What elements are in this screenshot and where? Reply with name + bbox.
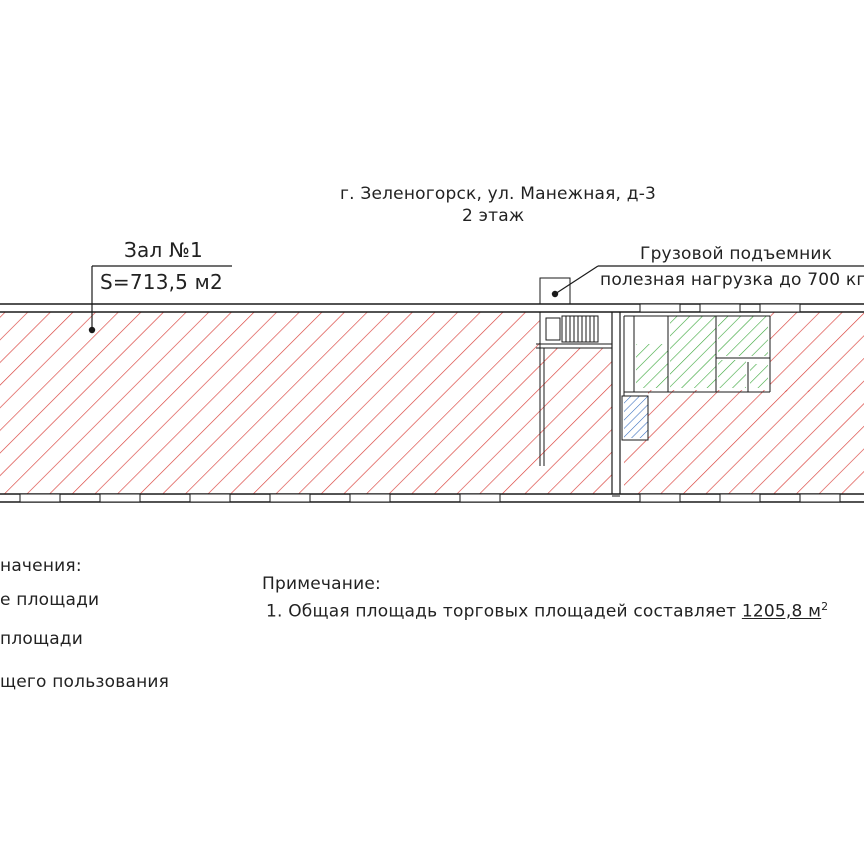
hall-2-area-upper [770,312,864,392]
stair-steps [545,315,599,343]
common-room [624,396,648,438]
address: г. Зеленогорск, ул. Манежная, д-3 [340,184,657,204]
hall-1-area [0,312,540,494]
walls [0,277,864,503]
legend-title: начения: [0,556,82,576]
note-total-area: 1205,8 м [741,601,822,622]
floor-label: 2 этаж [462,206,525,226]
windows [19,303,841,503]
aux-room-4 [718,360,746,388]
hall-2-area-lower-left [624,440,648,494]
hall-1-marker [88,326,96,334]
note-text: 1. Общая площадь торговых площадей соста… [266,600,828,622]
lift-marker [551,290,559,298]
hall-2-area [648,390,864,494]
lift-capacity: полезная нагрузка до 700 кг [600,270,864,290]
legend-item-common: щего пользования [0,672,170,692]
aux-room-5 [750,364,768,388]
hall-area: S=713,5 м2 [100,270,223,294]
aux-room-1 [636,344,668,388]
lift-title: Грузовой подъемник [640,244,833,264]
note-area-unit-exp: 2 [821,600,829,613]
hall-name: Зал №1 [124,238,203,262]
stair-area [540,348,612,494]
note-title: Примечание: [262,574,381,594]
aux-room-2 [670,316,716,388]
leaders [91,265,864,328]
note-text-body: 1. Общая площадь торговых площадей соста… [266,601,742,622]
aux-room-3 [718,316,768,356]
legend-item-retail: е площади [0,590,100,610]
legend-item-auxiliary: площади [0,629,84,649]
